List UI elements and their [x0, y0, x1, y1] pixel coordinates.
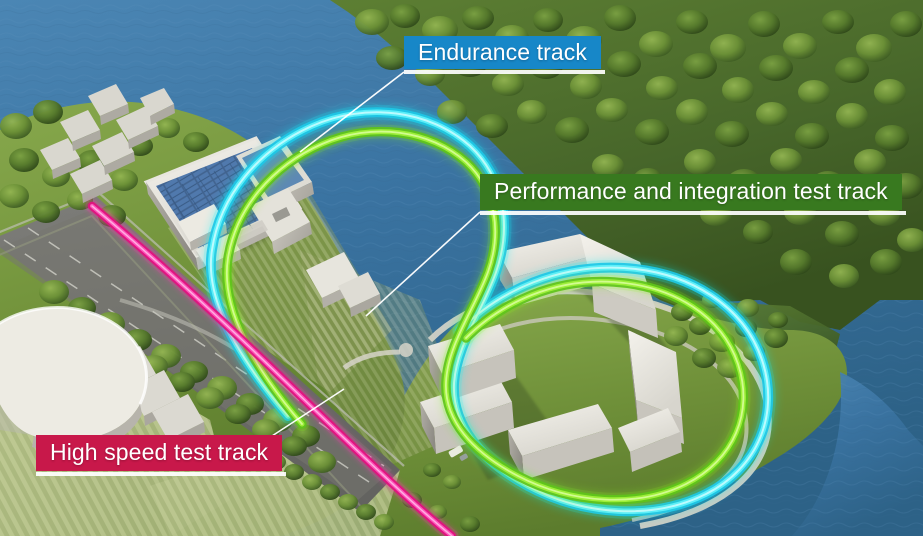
callout-endurance-track[interactable]: Endurance track — [404, 36, 605, 74]
callout-high-speed-test-track-text: High speed test track — [50, 439, 269, 465]
highspeed-leader-line — [271, 388, 345, 437]
test-vehicle — [448, 445, 468, 461]
callout-endurance-track-text: Endurance track — [418, 38, 587, 65]
endurance-leader-line — [299, 71, 405, 153]
callout-high-speed-test-track[interactable]: High speed test track — [36, 435, 287, 476]
performance-leader-line — [365, 211, 481, 317]
facility-outbuildings — [306, 252, 381, 317]
callout-performance-and-integration-test-track-text: Performance and integration test track — [494, 178, 888, 204]
callout-performance-and-integration-test-track[interactable]: Performance and integration test track — [480, 174, 906, 215]
